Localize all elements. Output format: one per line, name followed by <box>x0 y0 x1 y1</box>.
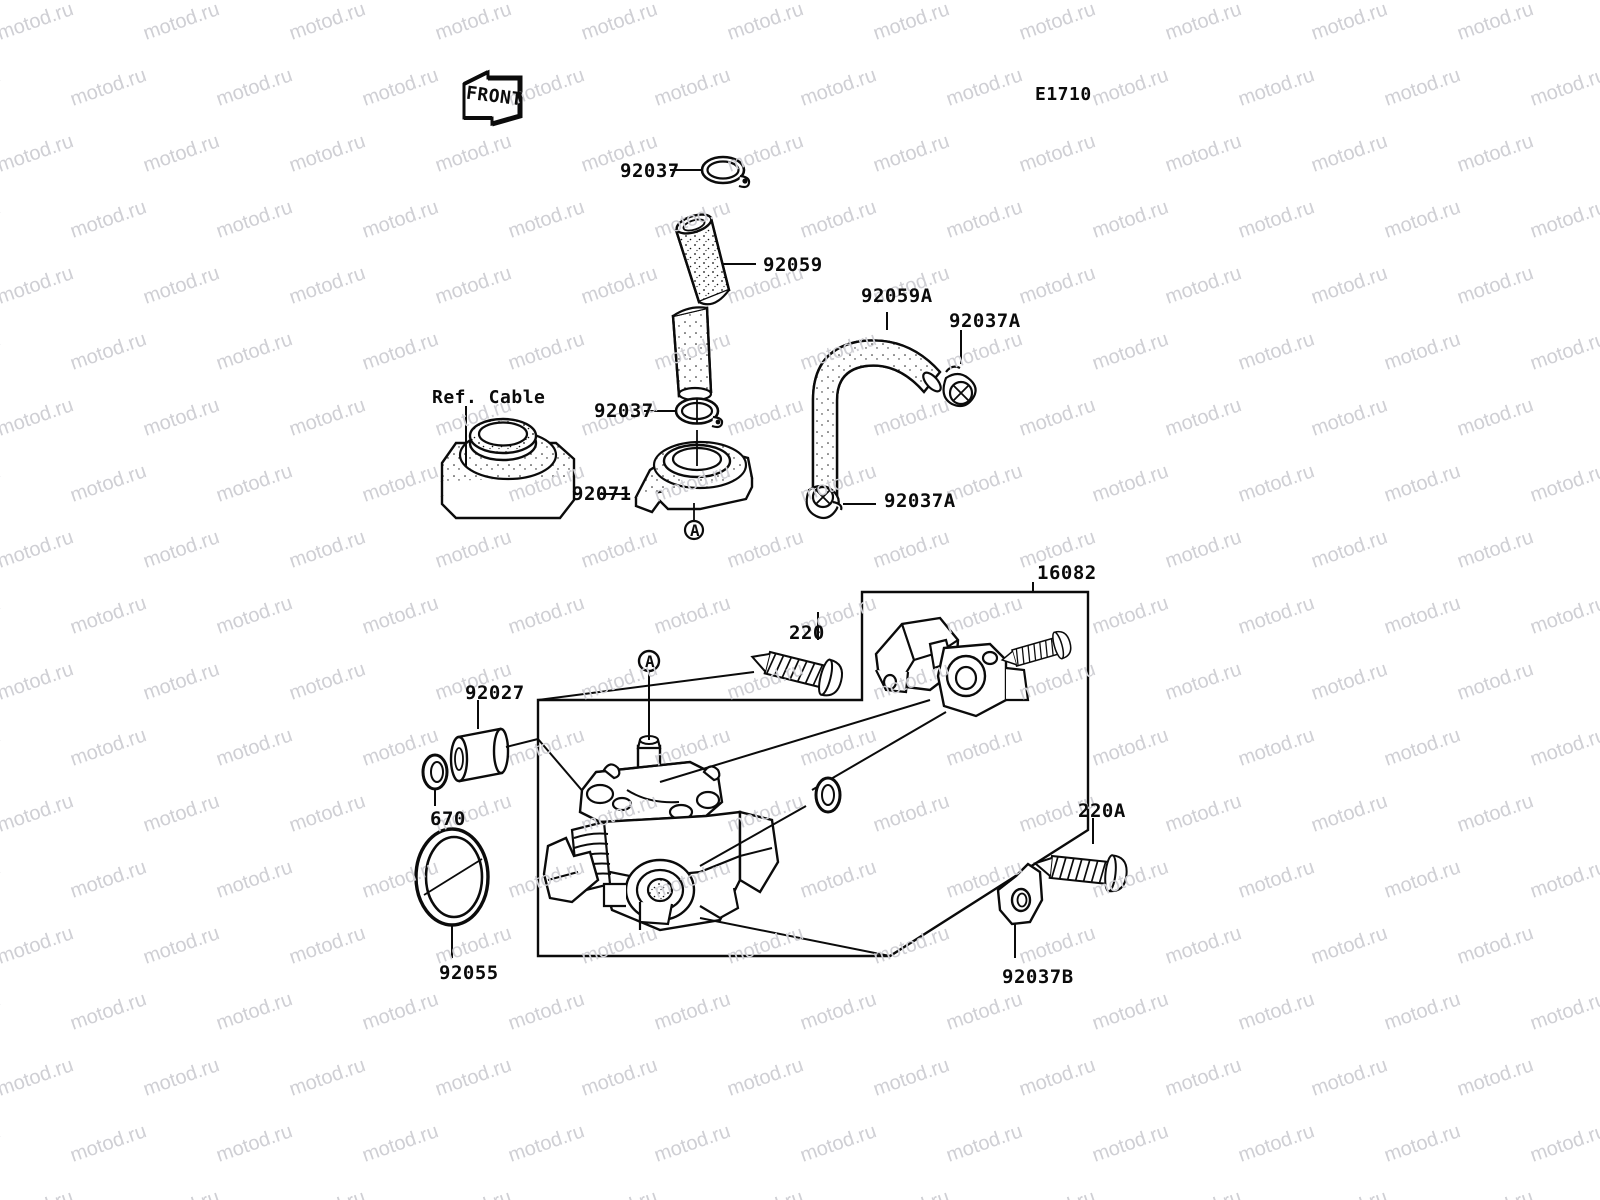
sheet-code: E1710 <box>1035 84 1092 105</box>
part-label-92055: 92055 <box>439 962 499 984</box>
assembly-bracket-outline <box>536 582 1090 958</box>
oil-hose-clamp-upper-art <box>942 330 977 408</box>
hose-clamp-top-art <box>670 155 751 189</box>
o-ring-mid-art <box>699 776 842 867</box>
screw-lower-art <box>1032 818 1130 894</box>
part-label-92071: 92071 <box>572 483 632 505</box>
cable-holder-art <box>600 430 754 541</box>
front-marker-label: FRONT <box>464 82 524 111</box>
oil-pump-subassembly-art <box>659 616 1075 791</box>
clamp-plate-art <box>996 862 1044 958</box>
part-label-ref-cable: Ref. Cable <box>432 387 546 408</box>
screw-upper-art <box>537 612 847 701</box>
part-label-670: 670 <box>430 808 466 830</box>
callout-marker-a-upper: A <box>690 521 701 540</box>
part-label-92037-bottom: 92037 <box>594 400 654 422</box>
fuel-hose-art <box>671 213 756 402</box>
part-label-92027: 92027 <box>465 682 525 704</box>
o-ring-large-art <box>414 827 490 958</box>
part-label-220: 220 <box>789 622 825 644</box>
o-ring-small-art <box>421 753 449 806</box>
part-label-92037A-upper: 92037A <box>949 310 1021 332</box>
cable-boot-art <box>440 406 576 520</box>
oil-pump-body-art <box>542 649 891 957</box>
part-label-92037A-lower: 92037A <box>884 490 956 512</box>
part-label-92037B: 92037B <box>1002 966 1074 988</box>
hose-clamp-bottom-art <box>644 397 724 429</box>
front-arrow-banner <box>462 69 523 127</box>
part-label-220A: 220A <box>1078 800 1126 822</box>
part-label-92059A: 92059A <box>861 285 933 307</box>
oil-hose-clamp-lower-art <box>805 484 876 520</box>
collar-art <box>449 700 604 816</box>
part-label-92037-top: 92037 <box>620 160 680 182</box>
part-label-92059: 92059 <box>763 254 823 276</box>
part-label-16082: 16082 <box>1037 562 1097 584</box>
callout-marker-a-lower: A <box>645 652 656 671</box>
